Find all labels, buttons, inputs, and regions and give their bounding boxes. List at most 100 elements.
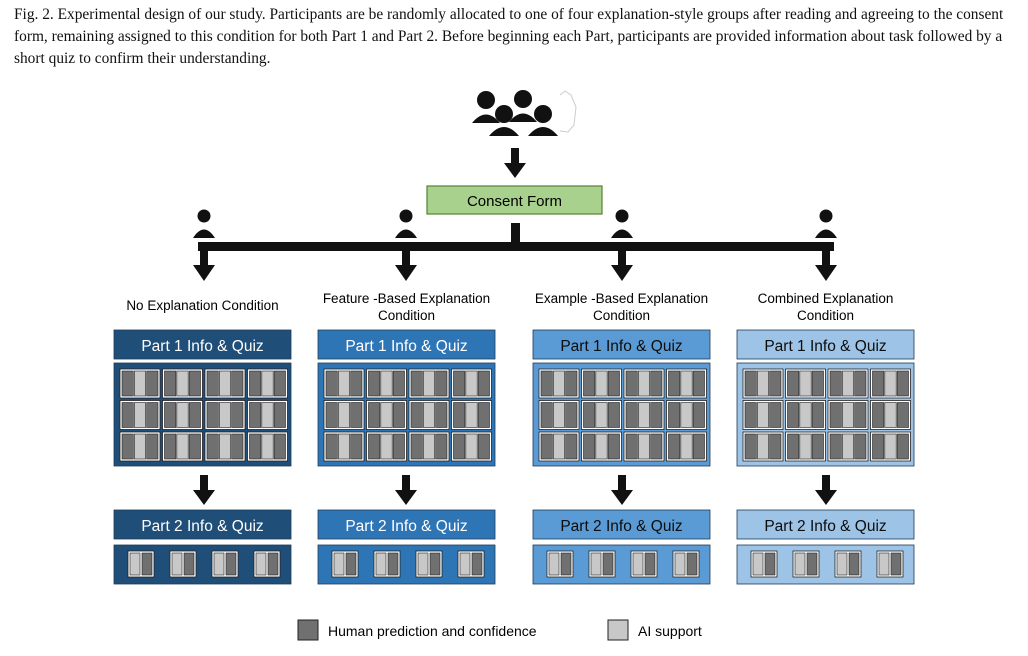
task-cell [546, 550, 574, 578]
task-cell [169, 550, 197, 578]
consent-connector [511, 223, 520, 243]
task-cell [204, 400, 246, 430]
part1-header [532, 329, 711, 360]
part2-label: Part 2 Info & Quiz [141, 518, 263, 535]
condition-name: Condition [797, 308, 854, 323]
task-cell [834, 550, 862, 578]
task-cell [366, 400, 407, 430]
task-cell [162, 431, 203, 462]
task-cell [204, 368, 246, 399]
condition-name: Condition [593, 308, 650, 323]
part1-label: Part 1 Info & Quiz [764, 338, 886, 355]
task-cell [742, 431, 784, 462]
condition-column: Example -Based ExplanationConditionPart … [532, 209, 711, 585]
task-cell [323, 431, 365, 462]
task-cell [451, 368, 492, 399]
task-cell [623, 400, 665, 430]
condition-name: Example -Based Explanation [535, 291, 708, 306]
task-cell [538, 400, 580, 430]
task-cell [785, 431, 826, 462]
arrow-down-icon [815, 475, 837, 505]
condition-name: Combined Explanation [758, 291, 894, 306]
task-cell [785, 400, 826, 430]
task-cell [408, 400, 450, 430]
task-cell [785, 368, 826, 399]
arrow-down-icon [193, 250, 215, 281]
task-cell [247, 400, 288, 430]
legend-swatch-human [297, 619, 319, 641]
task-cell [119, 400, 161, 430]
participant-group-icon [472, 90, 577, 136]
task-cell [415, 550, 443, 578]
task-cell [672, 550, 700, 578]
condition-name: Feature -Based Explanation [323, 291, 490, 306]
part2-header [113, 509, 292, 540]
part1-header [736, 329, 915, 360]
task-cell [366, 431, 407, 462]
arrow-down-icon [395, 475, 417, 505]
allocation-bar [198, 242, 834, 251]
part1-header [113, 329, 292, 360]
person-icon [395, 209, 417, 238]
task-cell [366, 368, 407, 399]
task-cell [119, 431, 161, 462]
task-cell [204, 431, 246, 462]
task-cell [581, 431, 622, 462]
task-cell [253, 550, 281, 578]
part2-header [736, 509, 915, 540]
arrow-down-icon [395, 250, 417, 281]
part2-header [532, 509, 711, 540]
consent-form-label: Consent Form [467, 193, 562, 210]
task-cell [870, 431, 911, 462]
task-cell [666, 431, 707, 462]
task-cell [666, 368, 707, 399]
condition-name: Condition [378, 308, 435, 323]
task-cell [457, 550, 485, 578]
task-cell [666, 400, 707, 430]
task-cell [451, 431, 492, 462]
arrow-down-icon [611, 475, 633, 505]
task-cell [876, 550, 904, 578]
task-cell [538, 431, 580, 462]
task-cell [742, 400, 784, 430]
task-cell [162, 400, 203, 430]
task-cell [827, 368, 869, 399]
task-cell [247, 368, 288, 399]
task-cell [581, 400, 622, 430]
task-cell [827, 400, 869, 430]
task-cell [870, 368, 911, 399]
task-cell [323, 400, 365, 430]
task-cell [331, 550, 359, 578]
person-icon [815, 209, 837, 238]
task-cell [119, 368, 161, 399]
part2-label: Part 2 Info & Quiz [764, 518, 886, 535]
condition-name: No Explanation Condition [126, 298, 278, 313]
person-icon [611, 209, 633, 238]
arrow-down-icon [815, 250, 837, 281]
task-cell [538, 368, 580, 399]
task-cell [623, 368, 665, 399]
task-cell [451, 400, 492, 430]
legend-label-human: Human prediction and confidence [328, 623, 537, 639]
consent-form-box [426, 185, 603, 215]
task-cell [588, 550, 616, 578]
part2-header [317, 509, 496, 540]
part1-header [317, 329, 496, 360]
arrow-down-icon [504, 148, 526, 178]
figure-caption: Fig. 2. Experimental design of our study… [14, 6, 1004, 67]
legend: Human prediction and confidence AI suppo… [297, 619, 702, 641]
part1-label: Part 1 Info & Quiz [345, 338, 467, 355]
task-cell [211, 550, 239, 578]
task-cell [870, 400, 911, 430]
task-cell [323, 368, 365, 399]
condition-column: Feature -Based ExplanationConditionPart … [317, 209, 496, 585]
task-cell [623, 431, 665, 462]
arrow-down-icon [193, 475, 215, 505]
task-cell [742, 368, 784, 399]
task-cell [581, 368, 622, 399]
task-cell [162, 368, 203, 399]
part1-label: Part 1 Info & Quiz [560, 338, 682, 355]
